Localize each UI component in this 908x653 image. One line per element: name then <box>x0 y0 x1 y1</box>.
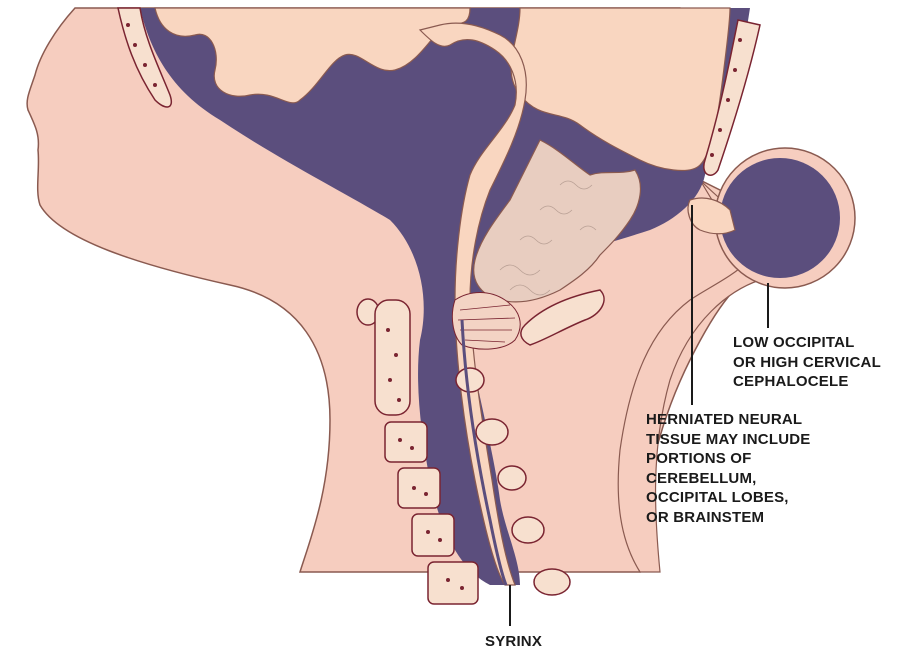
cephalocele-label: LOW OCCIPITAL OR HIGH CERVICAL CEPHALOCE… <box>733 333 881 392</box>
cervical-vertebrae <box>356 298 479 605</box>
csf-space <box>140 8 750 585</box>
cephalocele-neck <box>687 197 736 235</box>
syrinx-label: SYRINX <box>485 632 542 652</box>
herniated-label-line-5: OCCIPITAL LOBES, <box>646 489 789 506</box>
folia-lines <box>457 304 516 343</box>
cephalocele-label-line-1: LOW OCCIPITAL <box>733 334 855 351</box>
brainstem-spinal-cord <box>418 22 527 586</box>
herniated-label-line-4: CEREBELLUM, <box>646 469 757 487</box>
frontal-bone <box>117 7 172 108</box>
spinous-processes <box>455 367 571 596</box>
posterior-arch <box>520 289 605 346</box>
syrinx-label-text: SYRINX <box>485 633 543 650</box>
herniated-tissue-label: HERNIATED NEURAL TISSUE MAY INCLUDE PORT… <box>646 410 810 527</box>
herniated-label-line-1: HERNIATED NEURAL <box>646 411 803 428</box>
cephalocele-label-line-3: CEPHALOCELE <box>733 373 849 390</box>
cerebellum <box>473 139 642 303</box>
bone-marrow-frontal <box>126 23 742 157</box>
occipital-bone-upper <box>703 19 761 176</box>
cerebellar-folia <box>451 292 521 350</box>
cephalocele-sac-csf <box>720 158 840 278</box>
cerebellum-texture <box>499 180 597 296</box>
herniated-label-line-3: PORTIONS OF <box>646 450 752 467</box>
syrinx-channel <box>460 319 508 586</box>
herniated-label-line-6: OR BRAINSTEM <box>646 508 765 526</box>
herniated-label-line-2: TISSUE MAY INCLUDE <box>646 430 811 448</box>
vertebra-marrow <box>386 328 464 590</box>
cephalocele-label-line-2: OR HIGH CERVICAL <box>733 353 881 371</box>
